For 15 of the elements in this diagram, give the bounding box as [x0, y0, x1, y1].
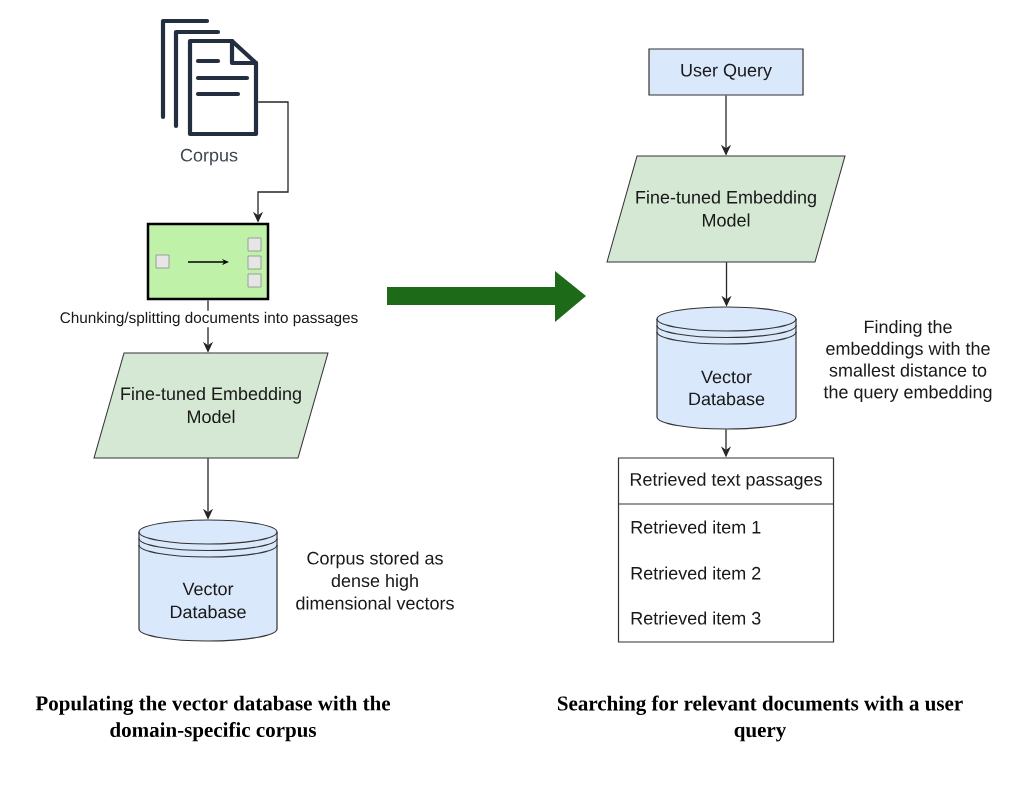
annotation-text: Chunking/splitting documents into passages: [58, 310, 360, 328]
database-cylinder: Vector Database: [138, 519, 278, 642]
annotation-text: Finding the embeddings with the smallest distance to the query embedding: [823, 320, 992, 402]
annotation-text: Corpus stored as dense high dimensional vectors: [296, 551, 454, 610]
data-parallelogram: Fine-tuned Embedding Model: [93, 352, 329, 459]
data-parallelogram: Fine-tuned Embedding Model: [606, 155, 846, 263]
list-item: Retrieved item 2: [631, 566, 761, 580]
list-item: Retrieved item 1: [631, 520, 761, 534]
list-item: Retrieved item 3: [631, 611, 761, 625]
icon-label: Corpus: [180, 148, 238, 166]
database-cylinder: Vector Database: [656, 306, 797, 430]
process-box: User Query: [648, 48, 804, 96]
table-header: Retrieved text passages: [630, 472, 822, 490]
panel-caption: Searching for relevant documents with a user query: [557, 695, 963, 742]
panel-caption: Populating the vector database with the domain-specific corpus: [35, 695, 391, 742]
